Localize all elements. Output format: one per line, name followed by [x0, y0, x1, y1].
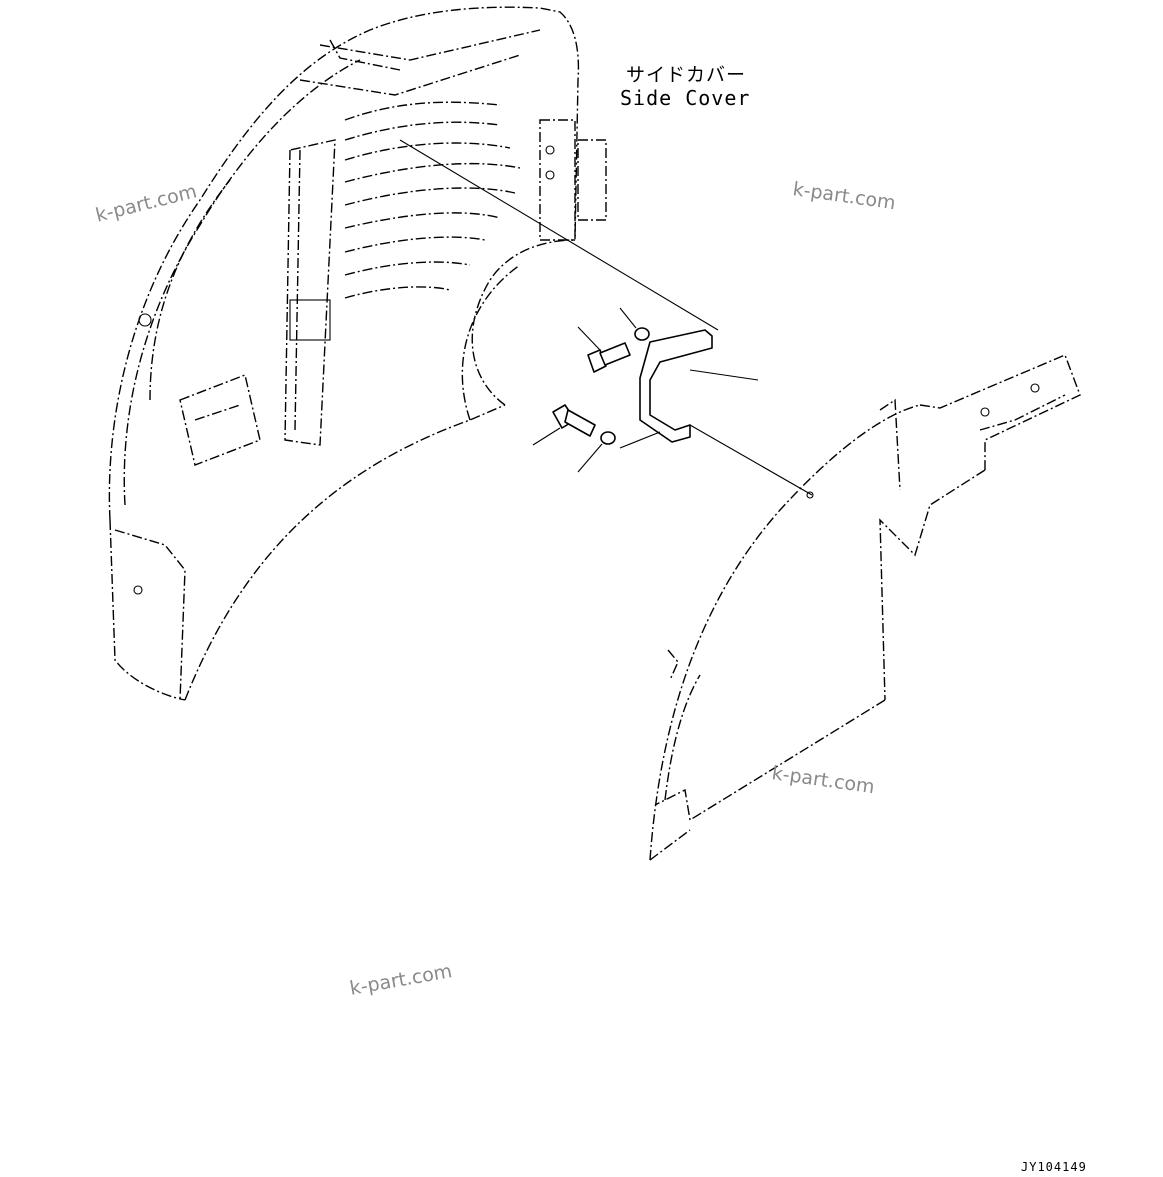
assembly-leader-lines: [399, 139, 813, 496]
side-cover-label-jp: サイドカバー: [626, 64, 747, 86]
side-cover-icon: [649, 354, 1081, 861]
rear-hood-icon: [108, 6, 607, 701]
bracket-icon: [639, 329, 759, 443]
washer-icon: [577, 307, 650, 473]
drawing-number: JY104149: [1021, 1160, 1087, 1174]
bolt-icon: [532, 326, 631, 446]
side-cover-label-en: Side Cover: [620, 86, 751, 110]
